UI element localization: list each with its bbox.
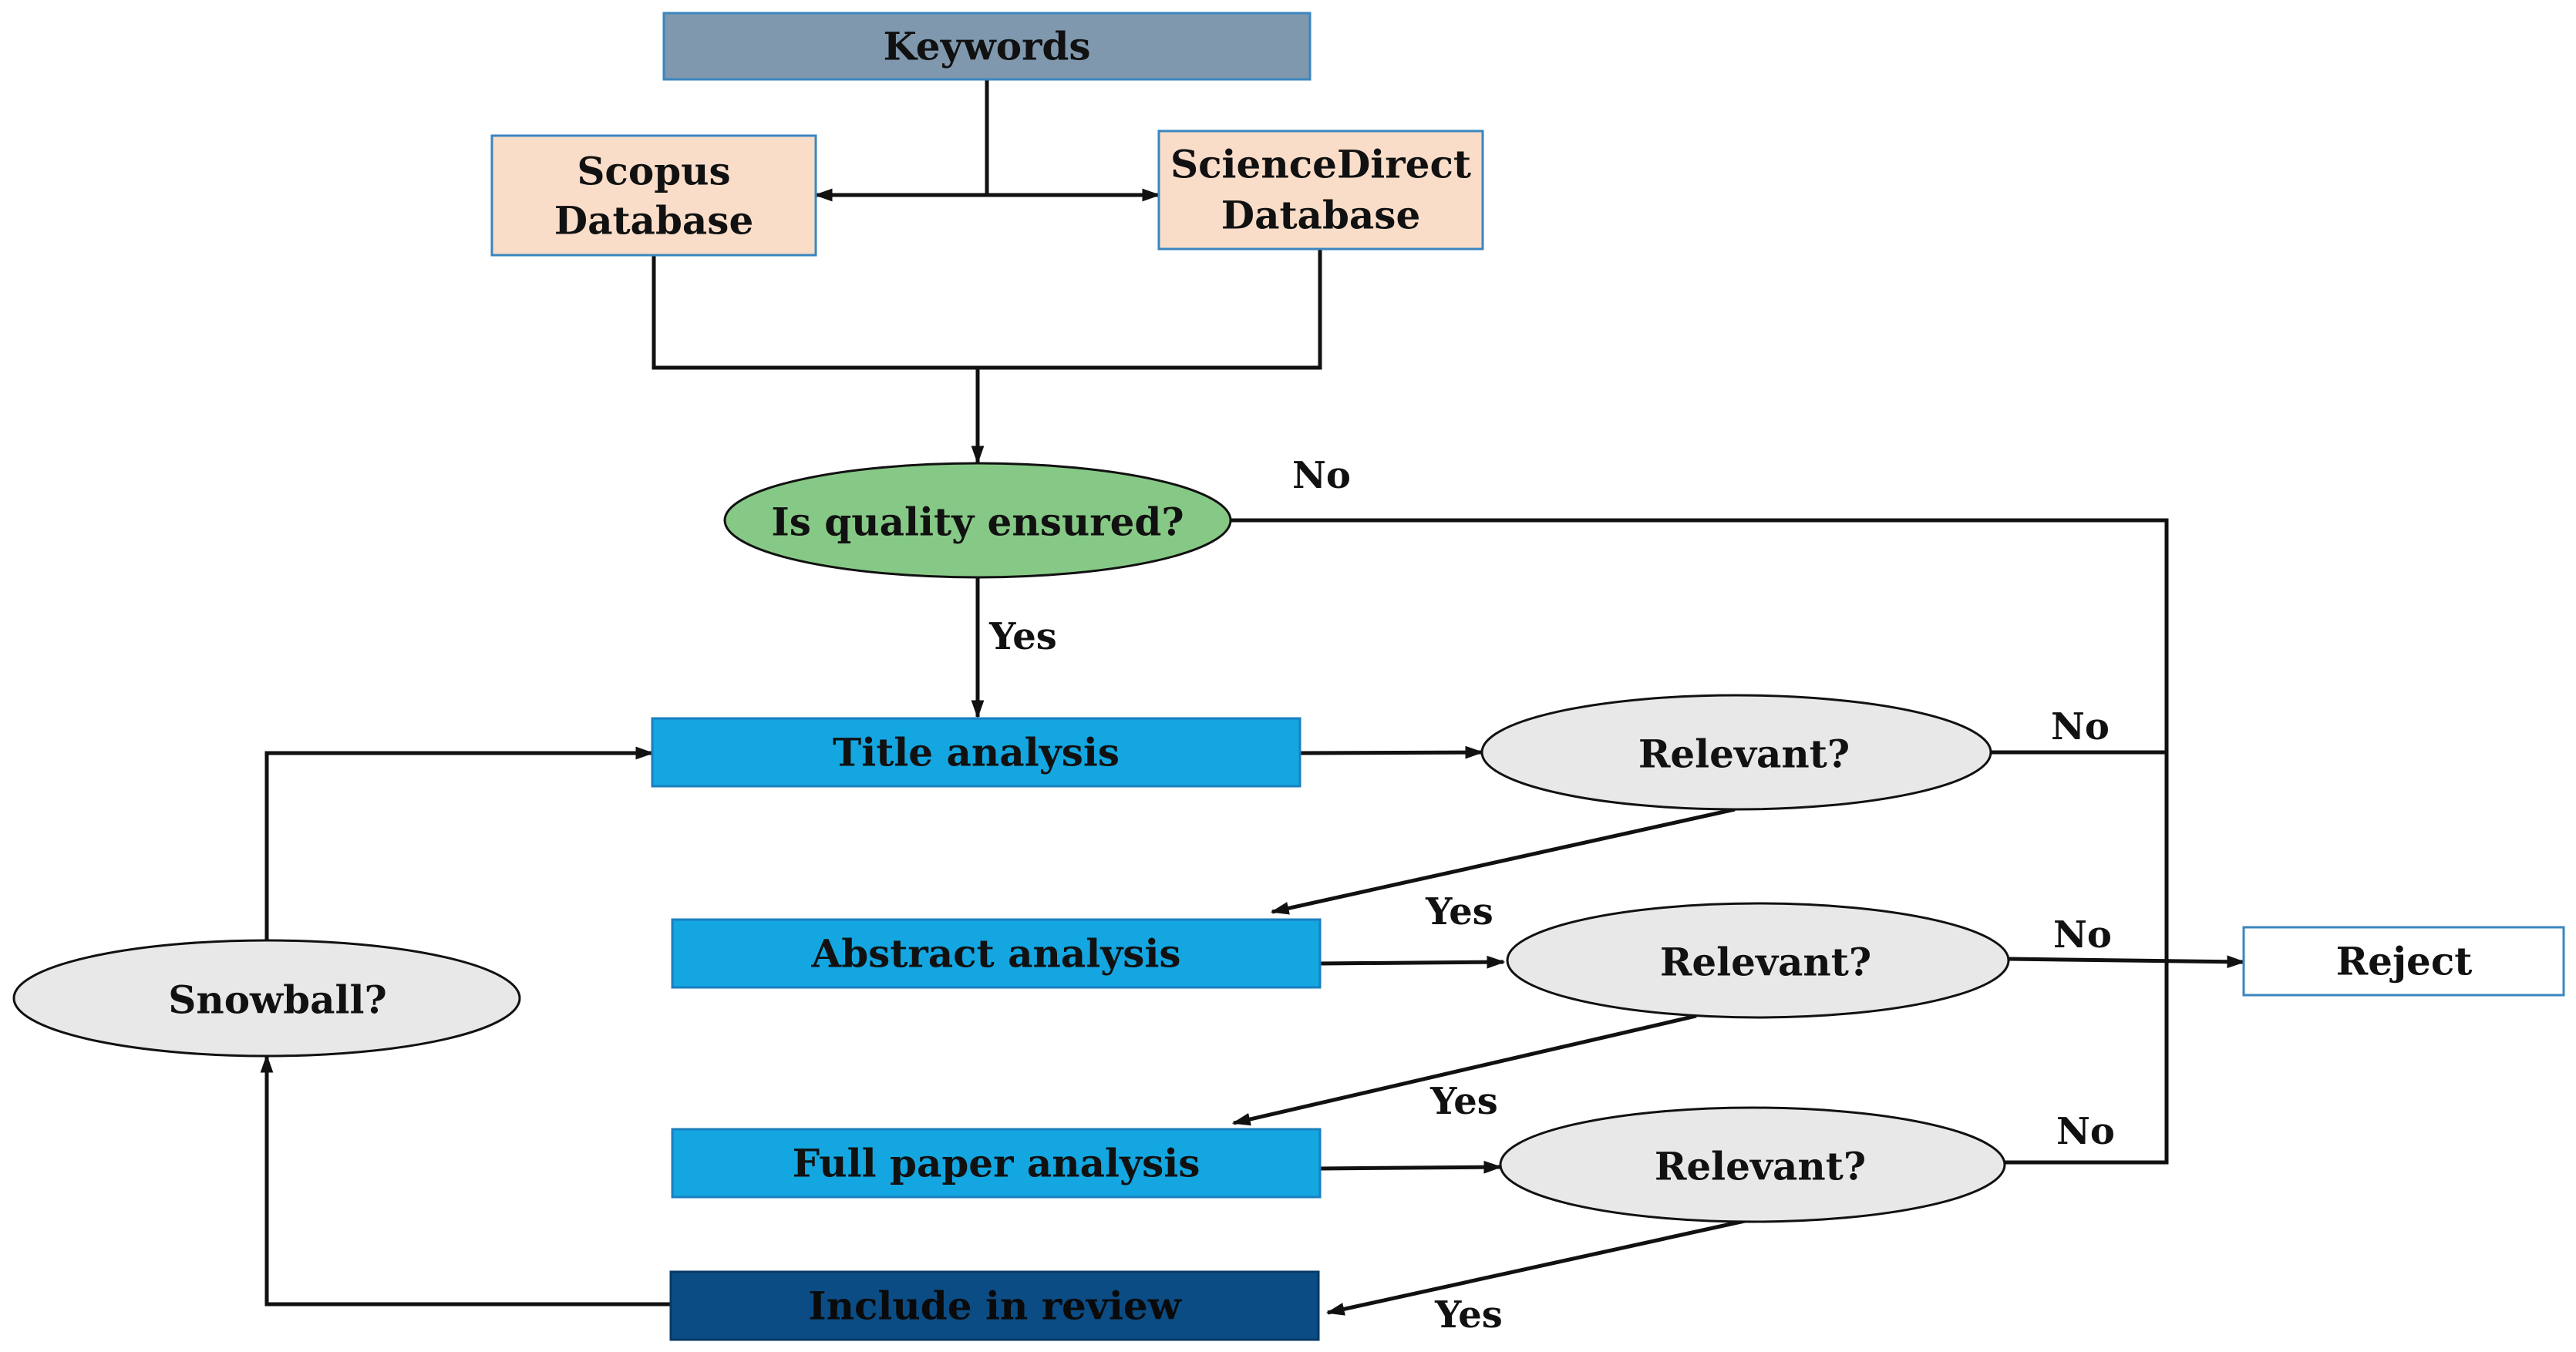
label-relevant-1-no: No bbox=[2051, 705, 2110, 748]
label-quality-yes: Yes bbox=[988, 615, 1057, 658]
label-relevant-3-no: No bbox=[2056, 1110, 2115, 1153]
snowball-decision-node: Snowball? bbox=[12, 939, 521, 1058]
relevant-1-ellipse bbox=[1480, 694, 1992, 811]
relevant-2-node: Relevant? bbox=[1506, 902, 2010, 1019]
sciencedirect-label-line2: Database bbox=[1221, 193, 1421, 238]
arrow-snowball-to-title bbox=[264, 746, 655, 940]
keywords-box bbox=[662, 12, 1312, 81]
label-relevant-1-yes: Yes bbox=[1425, 890, 1493, 933]
keywords-node: Keywords bbox=[662, 12, 1312, 81]
abstract-analysis-box bbox=[671, 918, 1322, 989]
title-analysis-node: Title analysis bbox=[651, 717, 1301, 788]
full-paper-analysis-box bbox=[671, 1128, 1322, 1199]
quality-label: Is quality ensured? bbox=[771, 499, 1184, 545]
title-analysis-label: Title analysis bbox=[833, 730, 1120, 775]
include-in-review-box bbox=[669, 1270, 1320, 1341]
arrow-relevant-2-yes bbox=[1231, 1014, 1697, 1126]
full-paper-analysis-label: Full paper analysis bbox=[793, 1141, 1200, 1186]
connector-quality-no bbox=[1231, 518, 2169, 1165]
arrow-include-to-snowball bbox=[260, 1054, 671, 1307]
arrow-abstract-to-relevant-2 bbox=[1319, 955, 1506, 969]
label-relevant-3-yes: Yes bbox=[1434, 1293, 1503, 1337]
connector-databases-merge bbox=[652, 249, 1322, 370]
relevant-1-label: Relevant? bbox=[1638, 731, 1850, 777]
sciencedirect-box bbox=[1157, 129, 1484, 251]
relevant-2-label: Relevant? bbox=[1660, 940, 1871, 985]
scopus-label-line1: Scopus bbox=[577, 149, 730, 194]
include-in-review-node: Include in review bbox=[669, 1270, 1320, 1341]
quality-decision-node: Is quality ensured? bbox=[723, 462, 1232, 579]
relevant-3-node: Relevant? bbox=[1499, 1106, 2006, 1223]
abstract-analysis-node: Abstract analysis bbox=[671, 918, 1322, 989]
reject-node: Reject bbox=[2242, 926, 2565, 997]
snowball-label: Snowball? bbox=[168, 977, 387, 1023]
arrow-fullpaper-to-relevant-3 bbox=[1319, 1160, 1503, 1174]
edge-labels: No Yes No Yes No Yes No Yes bbox=[988, 454, 2115, 1337]
sciencedirect-label-line1: ScienceDirect bbox=[1170, 142, 1471, 187]
relevant-3-label: Relevant? bbox=[1655, 1144, 1866, 1189]
relevant-3-ellipse bbox=[1499, 1106, 2006, 1223]
title-analysis-box bbox=[651, 717, 1301, 788]
scopus-label-line2: Database bbox=[554, 198, 754, 244]
label-relevant-2-no: No bbox=[2053, 913, 2112, 957]
relevant-1-node: Relevant? bbox=[1480, 694, 1992, 811]
label-relevant-2-yes: Yes bbox=[1429, 1080, 1498, 1123]
sciencedirect-node: ScienceDirect Database bbox=[1157, 129, 1484, 251]
scopus-box bbox=[490, 134, 817, 257]
abstract-analysis-label: Abstract analysis bbox=[810, 931, 1180, 977]
arrow-relevant-1-yes bbox=[1270, 807, 1736, 915]
connectors bbox=[260, 79, 2246, 1316]
reject-label: Reject bbox=[2336, 939, 2473, 984]
snowball-ellipse bbox=[12, 939, 521, 1058]
quality-ellipse bbox=[723, 462, 1232, 579]
arrow-relevant-3-yes bbox=[1325, 1217, 1753, 1316]
scopus-node: Scopus Database bbox=[490, 134, 817, 257]
keywords-label: Keywords bbox=[883, 24, 1090, 69]
label-quality-no: No bbox=[1292, 454, 1351, 497]
arrow-title-to-relevant-1 bbox=[1299, 745, 1484, 759]
arrow-to-reject bbox=[2008, 955, 2246, 969]
include-in-review-label: Include in review bbox=[808, 1283, 1182, 1329]
relevant-2-ellipse bbox=[1506, 902, 2010, 1019]
full-paper-analysis-node: Full paper analysis bbox=[671, 1128, 1322, 1199]
reject-box bbox=[2242, 926, 2565, 997]
